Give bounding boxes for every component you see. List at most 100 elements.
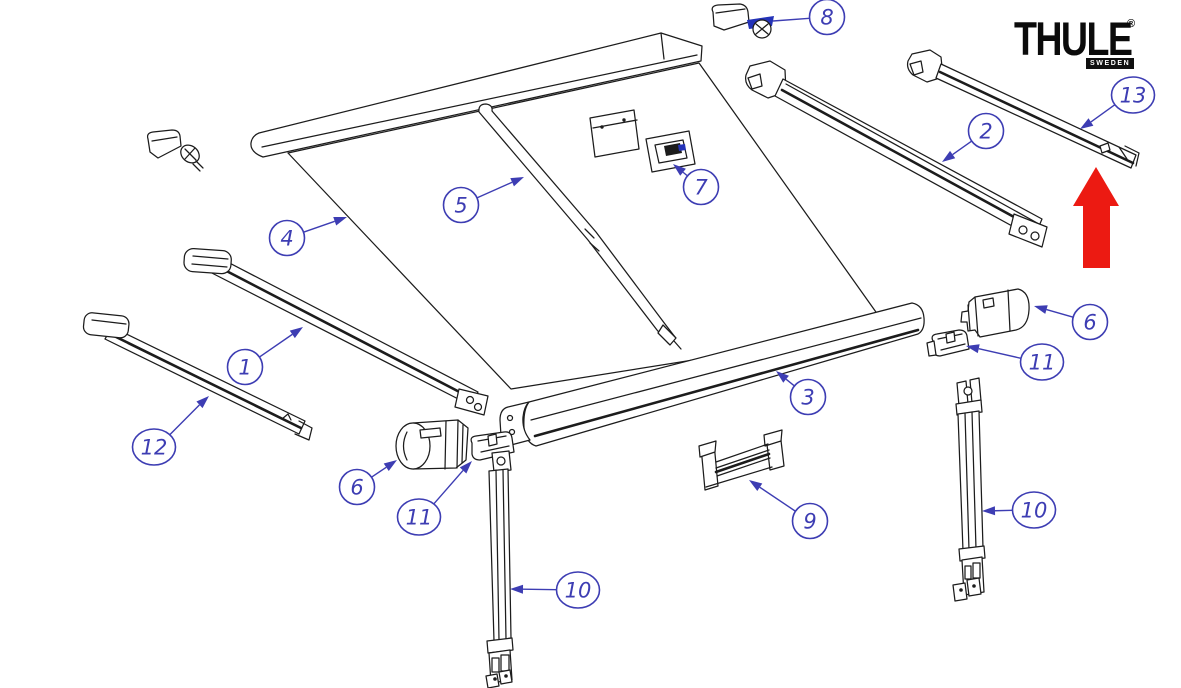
leader-line bbox=[682, 171, 688, 177]
leader-line bbox=[476, 181, 513, 199]
leader-arrowhead bbox=[333, 217, 347, 226]
registered-mark: ® bbox=[1127, 18, 1136, 30]
thule-logo-text: THULE bbox=[1014, 12, 1133, 65]
callout-circle bbox=[442, 186, 480, 224]
leader-line bbox=[785, 378, 795, 387]
leader-arrowhead bbox=[749, 480, 763, 491]
part-2-arm bbox=[745, 60, 1048, 248]
callout-10: 10 bbox=[982, 491, 1057, 529]
leader-arrowhead bbox=[196, 396, 209, 409]
leader-arrowhead bbox=[459, 461, 472, 474]
part-12-rail bbox=[82, 312, 313, 441]
leader-line bbox=[522, 588, 557, 591]
callout-number: 6 bbox=[1083, 311, 1096, 335]
part-6-gearbox-right bbox=[960, 288, 1030, 338]
callout-circle bbox=[1071, 303, 1109, 341]
callout-5: 5 bbox=[442, 177, 524, 224]
leader-arrowhead bbox=[289, 327, 303, 339]
callout-2: 2 bbox=[942, 112, 1005, 162]
part-6-gearbox-left bbox=[395, 419, 469, 470]
callout-circle bbox=[268, 219, 306, 257]
part-cap-screw-left bbox=[146, 129, 204, 172]
leader-line bbox=[978, 347, 1022, 359]
callout-8: 8 bbox=[772, 0, 846, 36]
leader-line bbox=[371, 466, 387, 478]
highlight-arrow bbox=[1073, 167, 1119, 268]
callout-number: 6 bbox=[350, 476, 363, 500]
callout-number: 7 bbox=[694, 176, 708, 200]
callout-circle bbox=[226, 348, 264, 386]
leader-line bbox=[759, 486, 796, 512]
callout-number: 3 bbox=[801, 386, 814, 410]
callout-number: 10 bbox=[1021, 499, 1048, 523]
callout-number: 5 bbox=[454, 194, 467, 218]
callout-number: 13 bbox=[1120, 84, 1147, 108]
callout-3: 3 bbox=[776, 371, 827, 416]
callout-circle bbox=[967, 112, 1005, 150]
callout-6: 6 bbox=[338, 460, 397, 506]
callout-circle bbox=[338, 468, 376, 506]
leader-line bbox=[433, 469, 464, 505]
thule-logo-country: SWEDEN bbox=[1086, 58, 1135, 70]
callout-circle bbox=[131, 428, 177, 466]
leader-arrowhead bbox=[966, 344, 980, 354]
part-7-bracket-lock bbox=[589, 109, 696, 173]
callout-4: 4 bbox=[268, 217, 347, 257]
callout-number: 1 bbox=[238, 356, 251, 380]
leader-arrowhead bbox=[942, 150, 956, 162]
leader-line bbox=[259, 333, 293, 358]
leader-line bbox=[303, 220, 335, 233]
leader-arrowhead bbox=[982, 506, 996, 516]
callout-circle bbox=[808, 0, 846, 36]
callout-circle bbox=[396, 498, 442, 536]
callout-number: 10 bbox=[565, 579, 592, 603]
leader-line bbox=[1090, 104, 1116, 123]
callout-6: 6 bbox=[1034, 303, 1109, 341]
callout-11: 11 bbox=[966, 343, 1065, 381]
callout-number: 12 bbox=[141, 436, 168, 460]
thule-logo: THULE ® SWEDEN bbox=[1014, 12, 1146, 72]
part-9-bracket bbox=[698, 429, 785, 491]
callout-circle bbox=[789, 378, 827, 416]
callout-number: 4 bbox=[280, 227, 293, 251]
callout-circle bbox=[1011, 491, 1057, 529]
callout-13: 13 bbox=[1080, 76, 1156, 129]
callout-circle bbox=[682, 168, 720, 206]
leader-line bbox=[169, 404, 200, 436]
leader-arrowhead bbox=[510, 177, 524, 187]
callout-1: 1 bbox=[226, 327, 303, 386]
callout-11: 11 bbox=[396, 461, 472, 536]
callout-10: 10 bbox=[510, 571, 601, 609]
leader-arrowhead bbox=[510, 584, 524, 594]
part-8-cap-screw bbox=[711, 3, 774, 39]
callout-circle bbox=[1019, 343, 1065, 381]
leader-line bbox=[952, 140, 973, 156]
leader-arrowhead bbox=[776, 371, 789, 383]
leader-line bbox=[772, 17, 810, 22]
callout-number: 11 bbox=[406, 506, 433, 530]
callout-9: 9 bbox=[749, 480, 829, 540]
part-10-rafter-left bbox=[485, 450, 514, 688]
part-13-rail bbox=[906, 49, 1140, 169]
callout-7: 7 bbox=[673, 164, 720, 206]
callout-12: 12 bbox=[131, 396, 209, 466]
callout-circle bbox=[791, 502, 829, 540]
part-11-clamp-right bbox=[926, 329, 970, 357]
leader-arrowhead bbox=[673, 164, 686, 176]
callout-number: 9 bbox=[803, 510, 816, 534]
leader-arrowhead bbox=[383, 460, 397, 472]
leader-arrowhead bbox=[1034, 305, 1048, 314]
part-10-rafter-right bbox=[952, 377, 986, 602]
part-5-tension-pole bbox=[478, 103, 682, 350]
callout-circle bbox=[1110, 76, 1156, 114]
callout-number: 11 bbox=[1029, 351, 1056, 375]
callout-circle bbox=[555, 571, 601, 609]
part-1-arm bbox=[183, 247, 489, 416]
callout-number: 2 bbox=[979, 120, 992, 144]
leader-arrowhead bbox=[1080, 118, 1094, 129]
part-lead-rail bbox=[250, 32, 703, 158]
leader-line bbox=[1046, 308, 1074, 318]
